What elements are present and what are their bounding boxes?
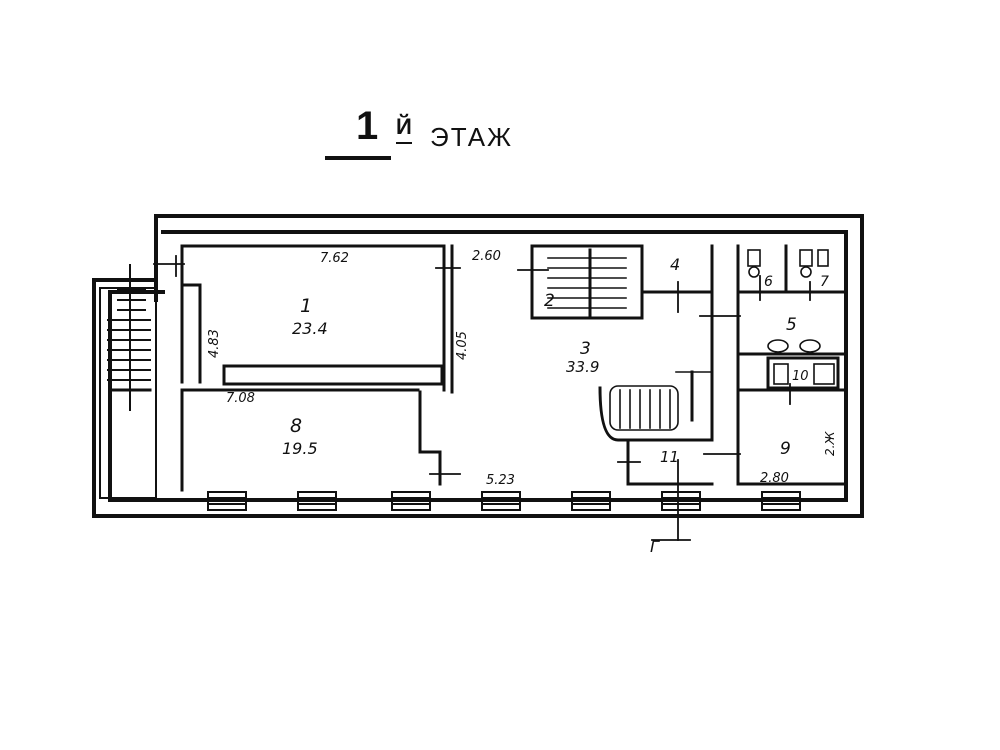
room-3-number: 3 (580, 339, 591, 359)
dim-hall-top: 2.60 (472, 249, 501, 264)
stair-hall (609, 370, 711, 431)
floor-number-underline (325, 156, 391, 160)
room-1-walls (180, 244, 446, 392)
dim-front-bottom: 5.23 (486, 473, 515, 488)
dimension-labels: 7.62 4.83 7.08 2.60 4.05 5.23 2.80 2.Ж Г (207, 249, 837, 556)
room-10-number: 10 (792, 369, 809, 384)
dim-room9-width: 2.80 (760, 471, 789, 486)
dim-room9-side: 2.Ж (823, 431, 837, 456)
wc-block (736, 244, 848, 486)
room-labels: 1 23.4 2 3 33.9 4 5 6 7 8 19.5 9 10 11 (282, 255, 829, 466)
dim-room1-depth: 4.83 (207, 329, 222, 358)
door-marks (153, 255, 811, 541)
section-mark: Г (650, 537, 660, 556)
room-11-number: 11 (660, 448, 679, 466)
room-8-number: 8 (290, 415, 302, 437)
floor-suffix-underline (396, 142, 412, 144)
floor-word: ЭТАЖ (430, 122, 514, 152)
stair-2 (547, 248, 627, 318)
dim-room1-width: 7.62 (320, 251, 349, 266)
central-walls (450, 244, 714, 486)
windows (207, 491, 801, 511)
room-6-number: 6 (764, 274, 773, 290)
room-3-area: 33.9 (566, 358, 599, 376)
dim-hall-side: 4.05 (455, 331, 470, 360)
room-4-number: 4 (670, 255, 680, 274)
floor-number: 1 (356, 104, 380, 148)
room-7-number: 7 (820, 274, 829, 290)
room-9-number: 9 (780, 439, 791, 459)
room-2-number: 2 (544, 291, 555, 311)
room-5-number: 5 (786, 315, 797, 335)
dim-room8-width: 7.08 (226, 391, 255, 406)
room-1-area: 23.4 (292, 319, 328, 338)
left-stair (99, 264, 157, 499)
room-8-walls (180, 388, 442, 492)
room-1-number: 1 (300, 295, 312, 317)
toilet-fixtures (747, 249, 835, 385)
floor-suffix: Й (396, 114, 412, 139)
room-8-area: 19.5 (282, 439, 318, 458)
